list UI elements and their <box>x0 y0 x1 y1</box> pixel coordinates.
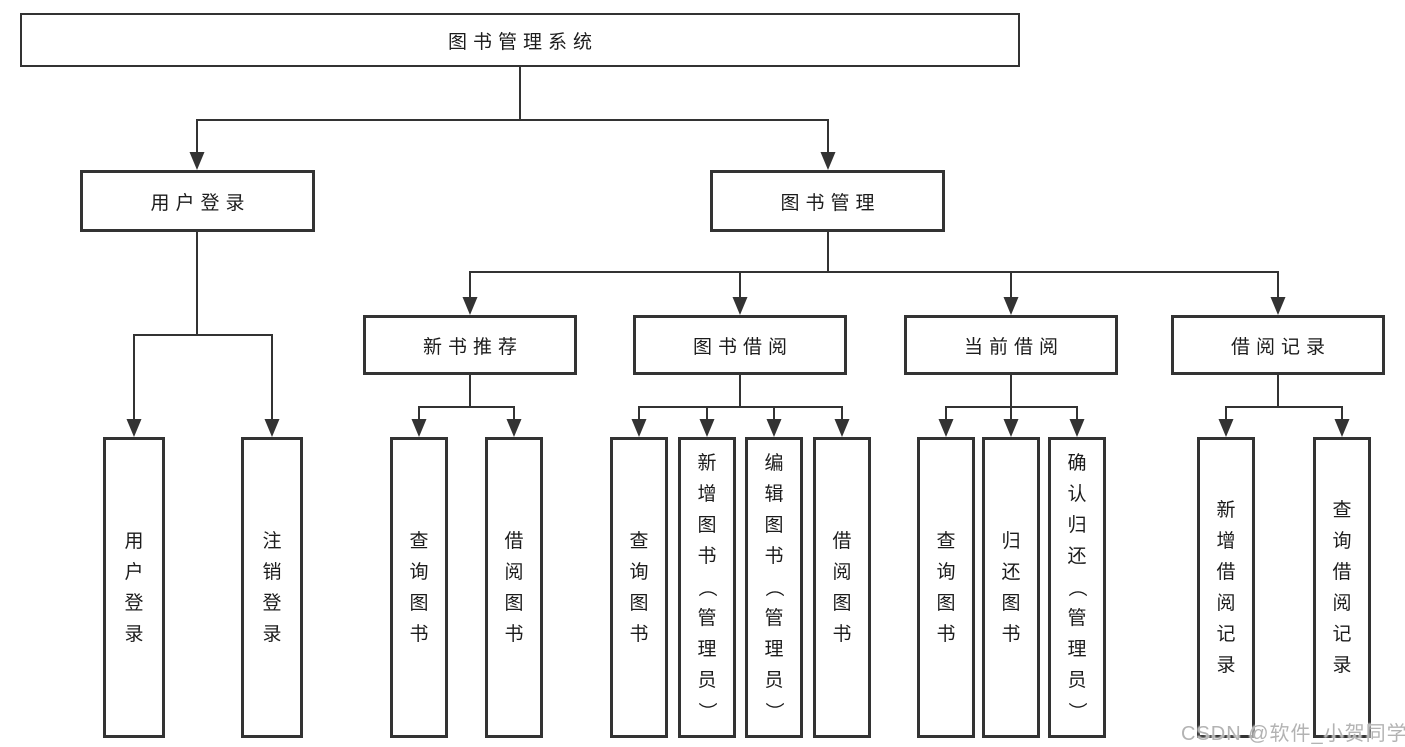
leaf-confirm-return-admin-label: 确认归还（管理员） <box>1066 453 1088 722</box>
leaf-user-login-label: 用户登录 <box>124 530 144 645</box>
node-book-borrowing: 图书借阅 <box>633 315 847 375</box>
leaf-query-borrow-record: 查询借阅记录 <box>1313 437 1371 738</box>
watermark-text: CSDN @软件_小贺同学 <box>1181 723 1405 745</box>
watermark: CSDN @软件_小贺同学 <box>1181 717 1405 746</box>
connector-line-path <box>133 67 1343 422</box>
node-new-book-recommendation-label: 新书推荐 <box>422 336 523 358</box>
leaf-query-books-recommend-label: 查询图书 <box>409 530 429 645</box>
leaf-confirm-return-admin: 确认归还（管理员） <box>1048 437 1106 738</box>
leaf-borrow-books-borrowing-label: 借阅图书 <box>832 530 852 645</box>
leaf-add-borrow-record-label: 新增借阅记录 <box>1216 499 1236 676</box>
node-borrowing-records: 借阅记录 <box>1171 315 1385 375</box>
leaf-return-books-label: 归还图书 <box>1001 530 1021 645</box>
leaf-user-login: 用户登录 <box>103 437 165 738</box>
node-book-borrowing-label: 图书借阅 <box>692 336 793 358</box>
leaf-query-books-borrowing: 查询图书 <box>610 437 668 738</box>
leaf-borrow-books-recommend: 借阅图书 <box>485 437 543 738</box>
node-borrowing-records-label: 借阅记录 <box>1230 336 1331 358</box>
leaf-add-books-admin-label: 新增图书（管理员） <box>696 453 718 722</box>
leaf-query-books-recommend: 查询图书 <box>390 437 448 738</box>
leaf-query-books-borrowing-label: 查询图书 <box>629 530 649 645</box>
node-book-management-label: 图书管理 <box>780 192 881 214</box>
node-current-borrowing: 当前借阅 <box>904 315 1118 375</box>
leaf-edit-books-admin: 编辑图书（管理员） <box>745 437 803 738</box>
node-current-borrowing-label: 当前借阅 <box>963 336 1064 358</box>
leaf-logout: 注销登录 <box>241 437 303 738</box>
node-new-book-recommendation: 新书推荐 <box>363 315 577 375</box>
node-book-management: 图书管理 <box>710 170 945 232</box>
node-user-login-label: 用户登录 <box>150 192 251 214</box>
leaf-query-borrow-record-label: 查询借阅记录 <box>1332 499 1352 676</box>
node-library-management-system: 图书管理系统 <box>20 13 1020 67</box>
leaf-add-borrow-record: 新增借阅记录 <box>1197 437 1255 738</box>
leaf-return-books: 归还图书 <box>982 437 1040 738</box>
leaf-edit-books-admin-label: 编辑图书（管理员） <box>763 453 785 722</box>
leaf-query-books-current-label: 查询图书 <box>936 530 956 645</box>
leaf-logout-label: 注销登录 <box>262 530 282 645</box>
leaf-borrow-books-borrowing: 借阅图书 <box>813 437 871 738</box>
leaf-query-books-current: 查询图书 <box>917 437 975 738</box>
node-library-management-system-label: 图书管理系统 <box>447 31 598 53</box>
leaf-add-books-admin: 新增图书（管理员） <box>678 437 736 738</box>
node-user-login: 用户登录 <box>80 170 315 232</box>
leaf-borrow-books-recommend-label: 借阅图书 <box>504 530 524 645</box>
